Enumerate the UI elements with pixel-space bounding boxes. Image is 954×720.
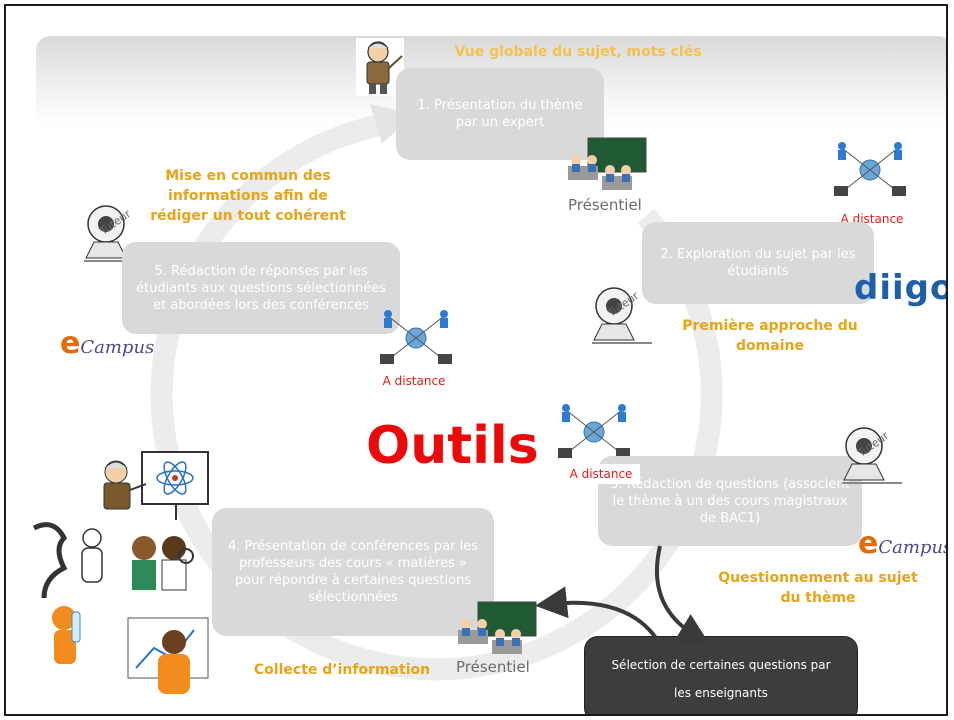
ecampus-logo-left: eCampus [60, 326, 155, 361]
step-2-box: 2. Exploration du sujet par les étudiant… [642, 222, 874, 304]
presentiel-label-top: Présentiel [568, 196, 642, 214]
classroom-icon [568, 137, 647, 190]
step-4-box: 4. Présentation de conférences par les p… [212, 508, 494, 636]
selection-box: Sélection de certaines questions par les… [584, 636, 858, 714]
classroom-icon-2 [458, 601, 537, 654]
a-distance-label-center: A distance [562, 464, 640, 484]
tutor-webcam-icon-3 [842, 427, 902, 484]
flow-arrows [535, 545, 710, 645]
banner-title: Vue globale du sujet, mots clés [454, 44, 702, 60]
tutor-webcam-icon-2 [592, 287, 652, 344]
cartoon-figures-icon [32, 522, 209, 694]
network-icon [834, 142, 906, 196]
tutor-webcam-icon [84, 205, 144, 262]
network-icon-3 [558, 404, 630, 458]
ecampus-logo-right: eCampus [858, 526, 948, 561]
phase-premiere-approche: Première approche du domaine [682, 318, 858, 354]
presentiel-label-bottom: Présentiel [456, 658, 530, 676]
step-1-box: 1. Présentation du thème par un expert [396, 68, 604, 160]
phase-questionnement: Questionnement au sujet du thème [718, 570, 918, 606]
outils-title: Outils [366, 416, 539, 476]
step-3-box: 3. Rédaction de questions (associent le … [598, 456, 862, 546]
slide-frame: Vue globale du sujet, mots clés 1. Prése… [4, 4, 948, 716]
phase-mise-en-commun: Mise en commun des informations afin de … [150, 168, 346, 224]
professor-atom-icon [103, 451, 209, 520]
diigo-logo: diigo [854, 268, 948, 308]
phase-collecte: Collecte d’information [253, 662, 431, 678]
selection-box-text: Sélection de certaines questions par les… [611, 658, 831, 700]
network-icon-2 [380, 310, 452, 364]
step-5-box: 5. Rédaction de réponses par les étudian… [122, 242, 400, 334]
a-distance-label-left: A distance [382, 374, 446, 388]
